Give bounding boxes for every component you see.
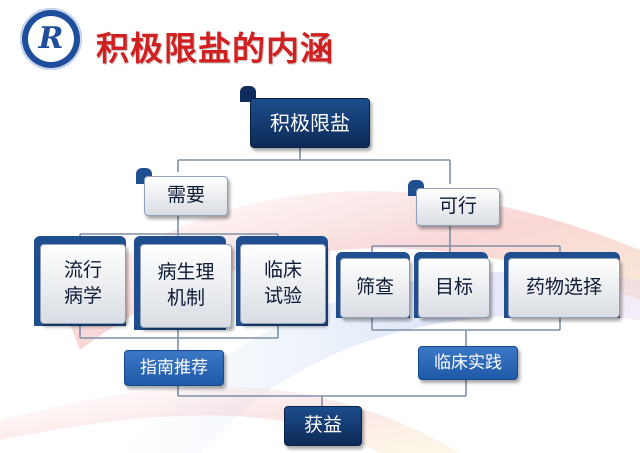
logo-letter: R xyxy=(28,16,74,62)
target-node-label: 目标 xyxy=(434,276,473,299)
feasible-node-label: 可行 xyxy=(438,195,477,218)
pathophysiology-line-2: 机制 xyxy=(166,287,205,309)
root-node: 积极限盐 xyxy=(250,98,370,148)
need-node: 需要 xyxy=(144,176,228,216)
drug-choice-node-label: 药物选择 xyxy=(525,276,602,299)
benefit-node-label: 获益 xyxy=(303,414,342,437)
pathophysiology-line-1: 病生理 xyxy=(157,261,215,284)
screening-node: 筛查 xyxy=(340,258,410,318)
clinical-trial-node: 临床 试验 xyxy=(240,244,326,324)
clinical-trial-line-2: 试验 xyxy=(263,285,302,307)
university-logo: R xyxy=(20,8,82,70)
screening-node-label: 筛查 xyxy=(355,276,394,299)
epidemiology-line-2: 病学 xyxy=(63,285,102,307)
benefit-node: 获益 xyxy=(284,406,362,446)
need-node-label: 需要 xyxy=(166,184,205,207)
practice-node: 临床实践 xyxy=(418,346,518,380)
epidemiology-line-1: 流行 xyxy=(63,259,102,282)
epidemiology-node: 流行 病学 xyxy=(40,244,126,324)
practice-node-label: 临床实践 xyxy=(434,352,502,373)
feasible-node: 可行 xyxy=(416,188,500,226)
clinical-trial-line-1: 临床 xyxy=(263,259,302,282)
guideline-node: 指南推荐 xyxy=(124,350,224,386)
drug-choice-node: 药物选择 xyxy=(508,258,620,318)
pathophysiology-node: 病生理 机制 xyxy=(140,244,232,328)
root-node-label: 积极限盐 xyxy=(270,110,350,135)
guideline-node-label: 指南推荐 xyxy=(140,357,208,378)
slide-title: 积极限盐的内涵 xyxy=(96,29,334,68)
target-node: 目标 xyxy=(418,258,490,318)
